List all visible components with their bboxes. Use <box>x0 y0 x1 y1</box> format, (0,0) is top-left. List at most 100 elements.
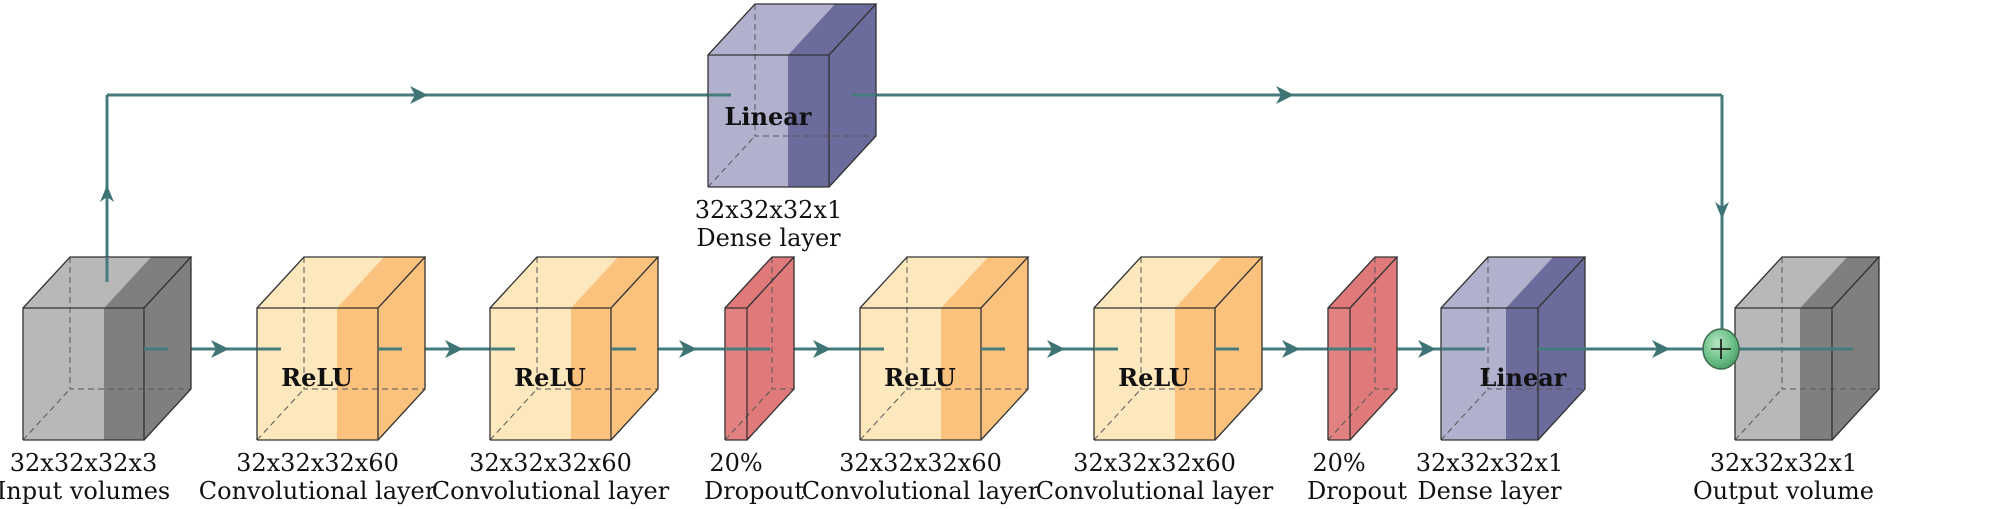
top-face-light <box>860 257 988 308</box>
layer-caption-label: Convolutional layer <box>802 477 1040 505</box>
side-edges <box>377 257 426 441</box>
side-face <box>747 257 794 440</box>
hidden-edge <box>1093 388 1142 441</box>
top-edges <box>22 256 193 309</box>
top-face-dark <box>571 257 658 308</box>
layer-dims-label: 32x32x32x60 <box>469 449 632 477</box>
arrow-right-icon <box>211 340 229 358</box>
front-face-dark <box>1506 308 1538 440</box>
top-face-dark <box>104 257 191 308</box>
top-edges <box>1327 256 1399 309</box>
layer-dims-label: 32x32x32x1 <box>1416 449 1564 477</box>
front-face-light <box>708 55 788 187</box>
front-face-dark <box>941 308 981 440</box>
front-face-dark <box>104 308 144 440</box>
top-face-light <box>490 257 618 308</box>
layer-block-conv1: ReLU <box>256 256 427 441</box>
adder-node <box>105 93 1853 370</box>
front-face <box>1328 308 1350 440</box>
hidden-edges <box>536 257 658 390</box>
side-edges <box>143 257 192 441</box>
activation-label: ReLU <box>884 363 956 392</box>
side-face <box>1350 257 1397 440</box>
arrow-right-icon <box>1276 86 1294 104</box>
top-face-light <box>708 4 835 55</box>
arrow-right-icon <box>410 86 428 104</box>
top-edges <box>1734 256 1881 309</box>
layer-dims-label: 32x32x32x1 <box>695 196 843 224</box>
side-edges <box>1349 257 1398 441</box>
top-face-light <box>1735 257 1847 308</box>
front-face-light <box>23 308 104 440</box>
top-edges <box>859 256 1030 309</box>
hidden-edge <box>707 135 756 188</box>
side-edges <box>1537 257 1586 441</box>
layer-caption-label: Dense layer <box>1417 477 1562 505</box>
hidden-edge <box>256 388 305 441</box>
layer-caption-label: Dropout <box>704 477 804 505</box>
layer-dims-label: 32x32x32x60 <box>839 449 1002 477</box>
arrow-right-icon <box>1047 340 1065 358</box>
activation-label: Linear <box>725 102 812 131</box>
activation-label: Linear <box>1480 363 1567 392</box>
layer-caption-label: Input volumes <box>0 477 170 505</box>
layer-block-input <box>22 256 193 441</box>
arrow-down-icon <box>1715 202 1729 219</box>
front-face-light <box>1735 308 1800 440</box>
front-face-dark <box>1175 308 1215 440</box>
layer-caption-label: Convolutional layer <box>432 477 670 505</box>
layer-caption-label: Output volume <box>1693 477 1874 505</box>
top-edges <box>489 256 660 309</box>
front-face <box>725 308 747 440</box>
hidden-edges <box>754 4 876 137</box>
layer-block-dropout1 <box>724 256 796 441</box>
arrow-up-icon <box>100 185 114 202</box>
hidden-edges <box>771 257 794 390</box>
top-face-dark <box>1175 257 1262 308</box>
layer-dims-label: 32x32x32x60 <box>1073 449 1236 477</box>
front-face-light <box>1094 308 1175 440</box>
front-face-light <box>257 308 337 440</box>
top-edges <box>707 3 878 56</box>
plus-icon <box>1711 339 1731 359</box>
layer-dims-label: 20% <box>1312 449 1365 477</box>
top-face-light <box>1441 257 1553 308</box>
hidden-edge <box>859 388 908 441</box>
hidden-edge <box>1734 388 1783 441</box>
side-edges <box>1214 257 1263 441</box>
hidden-edges <box>1487 257 1585 390</box>
activation-label: ReLU <box>281 363 353 392</box>
arrow-right-icon <box>1418 340 1436 358</box>
top-face-dark <box>1800 257 1879 308</box>
hidden-edges <box>69 257 191 390</box>
side-face <box>1832 257 1879 440</box>
layer-block-conv2: ReLU <box>489 256 660 441</box>
top-face-dark <box>788 4 876 55</box>
layer-dims-label: 32x32x32x1 <box>1710 449 1858 477</box>
activation-label: ReLU <box>1118 363 1190 392</box>
top-face-light <box>257 257 384 308</box>
hidden-edge <box>1327 388 1376 441</box>
arrow-right-icon <box>445 340 463 358</box>
hidden-edge <box>1440 388 1489 441</box>
top-edges <box>1440 256 1587 309</box>
front-face-dark <box>337 308 378 440</box>
top-edges <box>724 256 796 309</box>
hidden-edges <box>1781 257 1879 390</box>
arrow-right-icon <box>813 340 831 358</box>
front-face-light <box>1441 308 1506 440</box>
arrow-right-icon <box>1652 340 1670 358</box>
front-face-light <box>860 308 941 440</box>
top-face-light <box>1094 257 1222 308</box>
layer-caption-label: Dense layer <box>696 224 841 252</box>
top-face-dark <box>941 257 1028 308</box>
hidden-edge <box>724 388 773 441</box>
activation-label: ReLU <box>514 363 586 392</box>
top-face-dark <box>1506 257 1585 308</box>
layer-block-output <box>1734 256 1881 441</box>
arrow-right-icon <box>679 340 697 358</box>
layer-block-dense_skip: Linear <box>707 3 878 188</box>
